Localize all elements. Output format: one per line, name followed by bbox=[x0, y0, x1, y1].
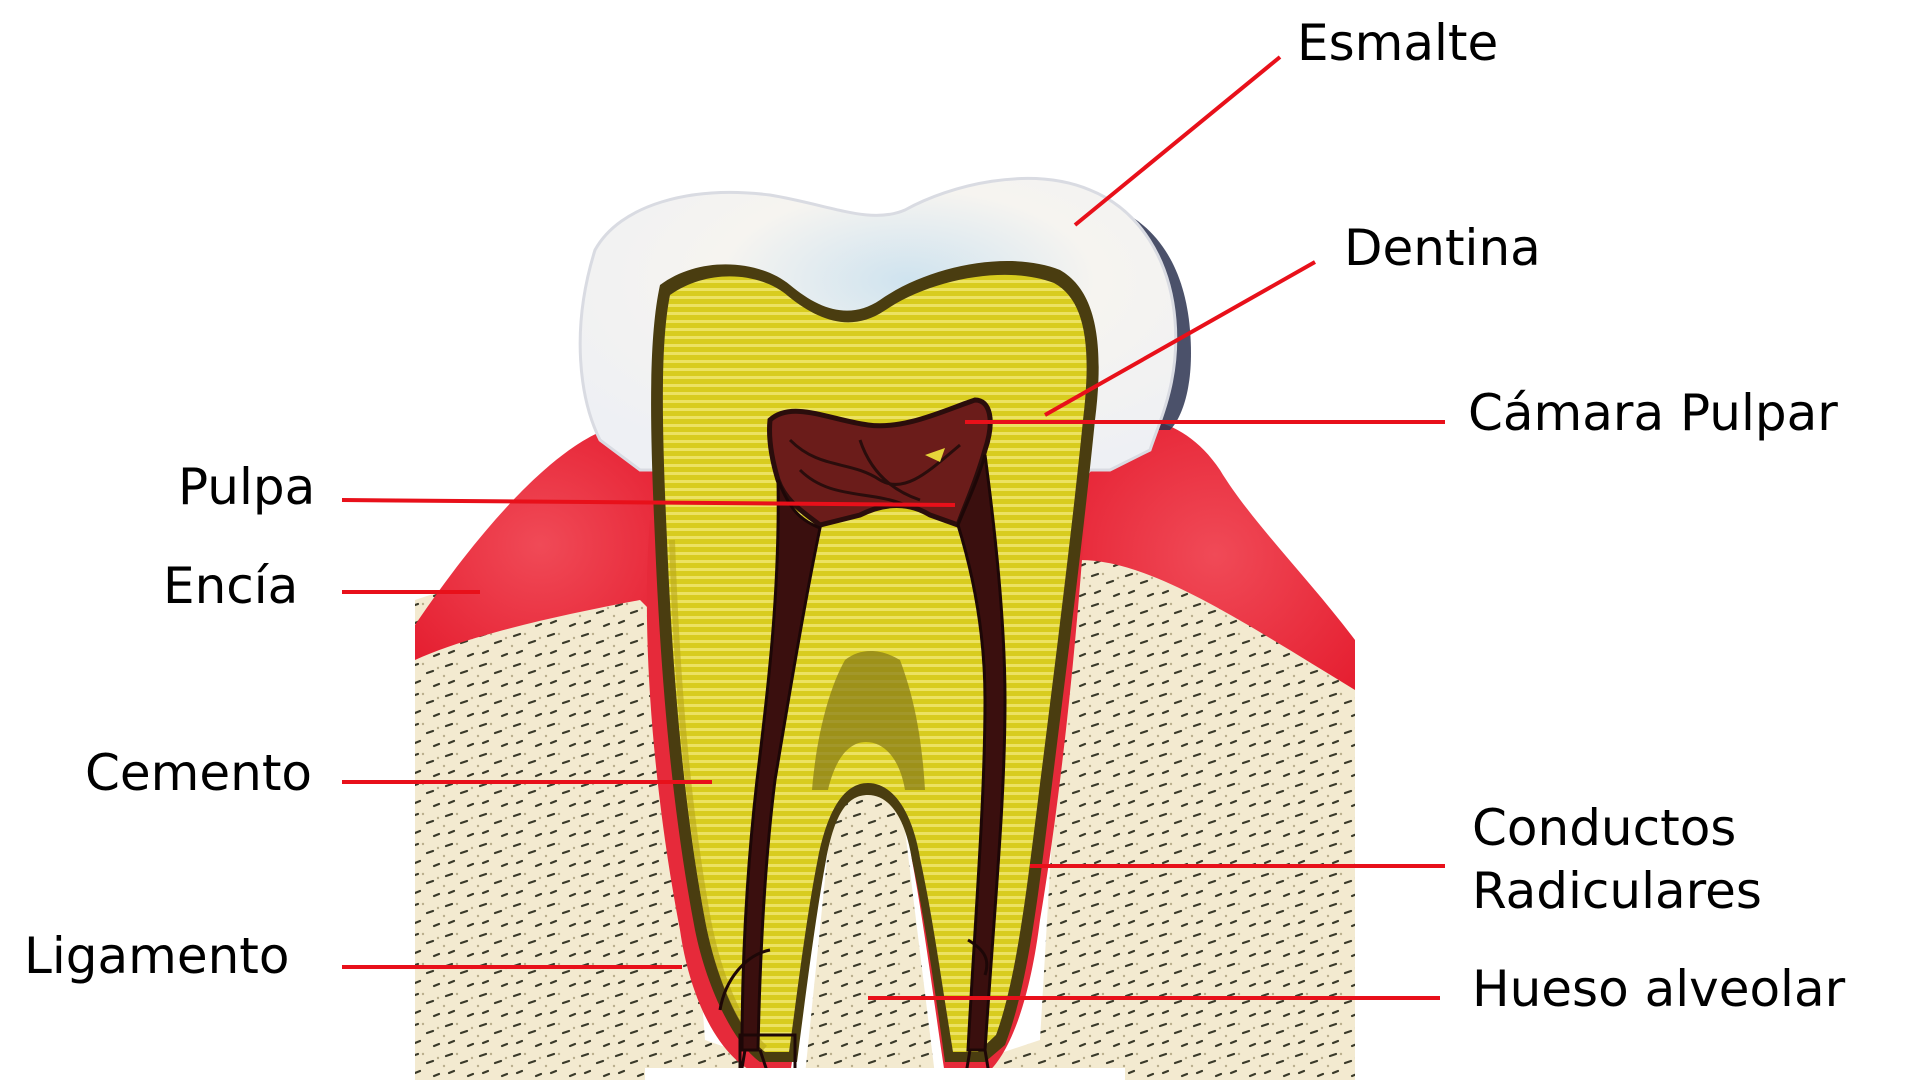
pulp-vessels bbox=[788, 438, 961, 507]
label-cemento: Cemento bbox=[85, 744, 313, 802]
label-pulpa: Pulpa bbox=[178, 458, 316, 516]
label-hueso-alveolar: Hueso alveolar bbox=[1472, 960, 1846, 1018]
leader-line-pulpa bbox=[341, 498, 956, 507]
gum-left bbox=[415, 430, 665, 660]
leader-line-dentina bbox=[1044, 260, 1316, 417]
label-conductos-line1: Conductos bbox=[1472, 799, 1737, 857]
pulp-highlight bbox=[925, 448, 945, 462]
leader-lines bbox=[341, 55, 1445, 1000]
label-dentina: Dentina bbox=[1344, 219, 1541, 277]
label-camara-pulpar: Cámara Pulpar bbox=[1468, 384, 1838, 442]
root-canal-left bbox=[740, 479, 822, 1052]
furcation-shadow bbox=[812, 651, 925, 790]
bottom-strip bbox=[645, 1068, 1125, 1080]
cementum bbox=[669, 539, 767, 1051]
label-ligamento: Ligamento bbox=[24, 927, 290, 985]
label-conductos-line2: Radiculares bbox=[1472, 862, 1762, 920]
label-esmalte: Esmalte bbox=[1297, 14, 1499, 72]
leader-line-esmalte bbox=[1073, 55, 1282, 227]
apex-vessels bbox=[718, 938, 992, 1080]
root-canal-right bbox=[956, 454, 1007, 1052]
gum-right bbox=[1075, 420, 1355, 690]
label-encia: Encía bbox=[163, 557, 299, 615]
